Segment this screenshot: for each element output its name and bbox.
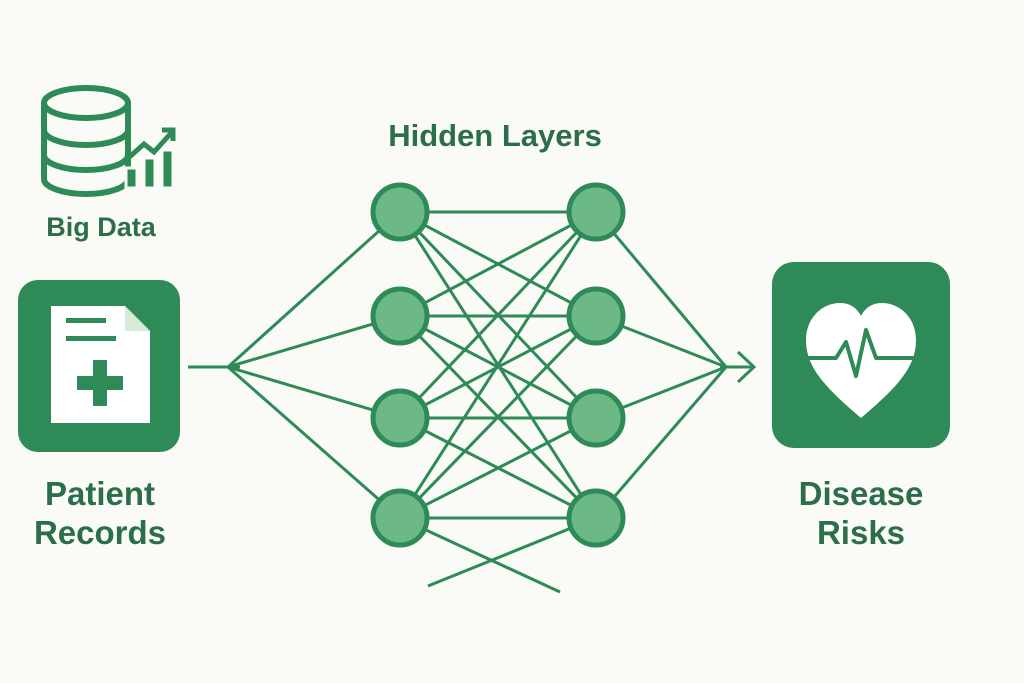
input-edge-4 (227, 365, 401, 520)
big-data-label: Big Data (46, 212, 156, 242)
input-edge-1 (226, 210, 402, 369)
medical-record-icon (18, 280, 180, 452)
heart-pulse-icon (772, 262, 950, 448)
network-connections (226, 210, 728, 594)
input-edge-2 (227, 314, 401, 369)
patient-records-line-1: Patient (44, 475, 156, 512)
hidden-edge-3-1 (398, 210, 598, 420)
output-arrow (720, 350, 757, 384)
patient-records-line-2: Records (33, 513, 167, 551)
output-edge-1 (594, 211, 728, 368)
disease-risks-label: Disease Risks (770, 475, 952, 553)
hidden-edge-4-2 (398, 314, 598, 520)
hidden-layer-2-node-3 (566, 388, 626, 448)
hidden-edge-4-1 (398, 211, 598, 519)
hidden-layer-2-node-1 (566, 182, 626, 242)
hidden-edge-2-1 (399, 210, 597, 318)
disease-risks-line-1: Disease (798, 475, 924, 512)
hidden-layer-1-node-4 (370, 488, 430, 548)
hidden-edge-4-3 (399, 416, 597, 520)
hidden-layer-1-node-2 (370, 286, 430, 346)
input-edge-3 (227, 365, 401, 420)
big-data-icon (41, 85, 176, 197)
patient-records-label: Patient Records (14, 475, 186, 553)
output-edge-4 (594, 366, 728, 519)
hidden-layer-1-node-3 (370, 388, 430, 448)
trailing-edge-2 (427, 516, 597, 588)
hidden-layer-2-node-4 (566, 488, 626, 548)
hidden-layer-2-node-2 (566, 286, 626, 346)
disease-risks-line-2: Risks (816, 513, 906, 551)
hidden-layer-1-node-1 (370, 182, 430, 242)
hidden-layers-title: Hidden Layers (388, 118, 602, 153)
network-nodes (370, 182, 626, 548)
